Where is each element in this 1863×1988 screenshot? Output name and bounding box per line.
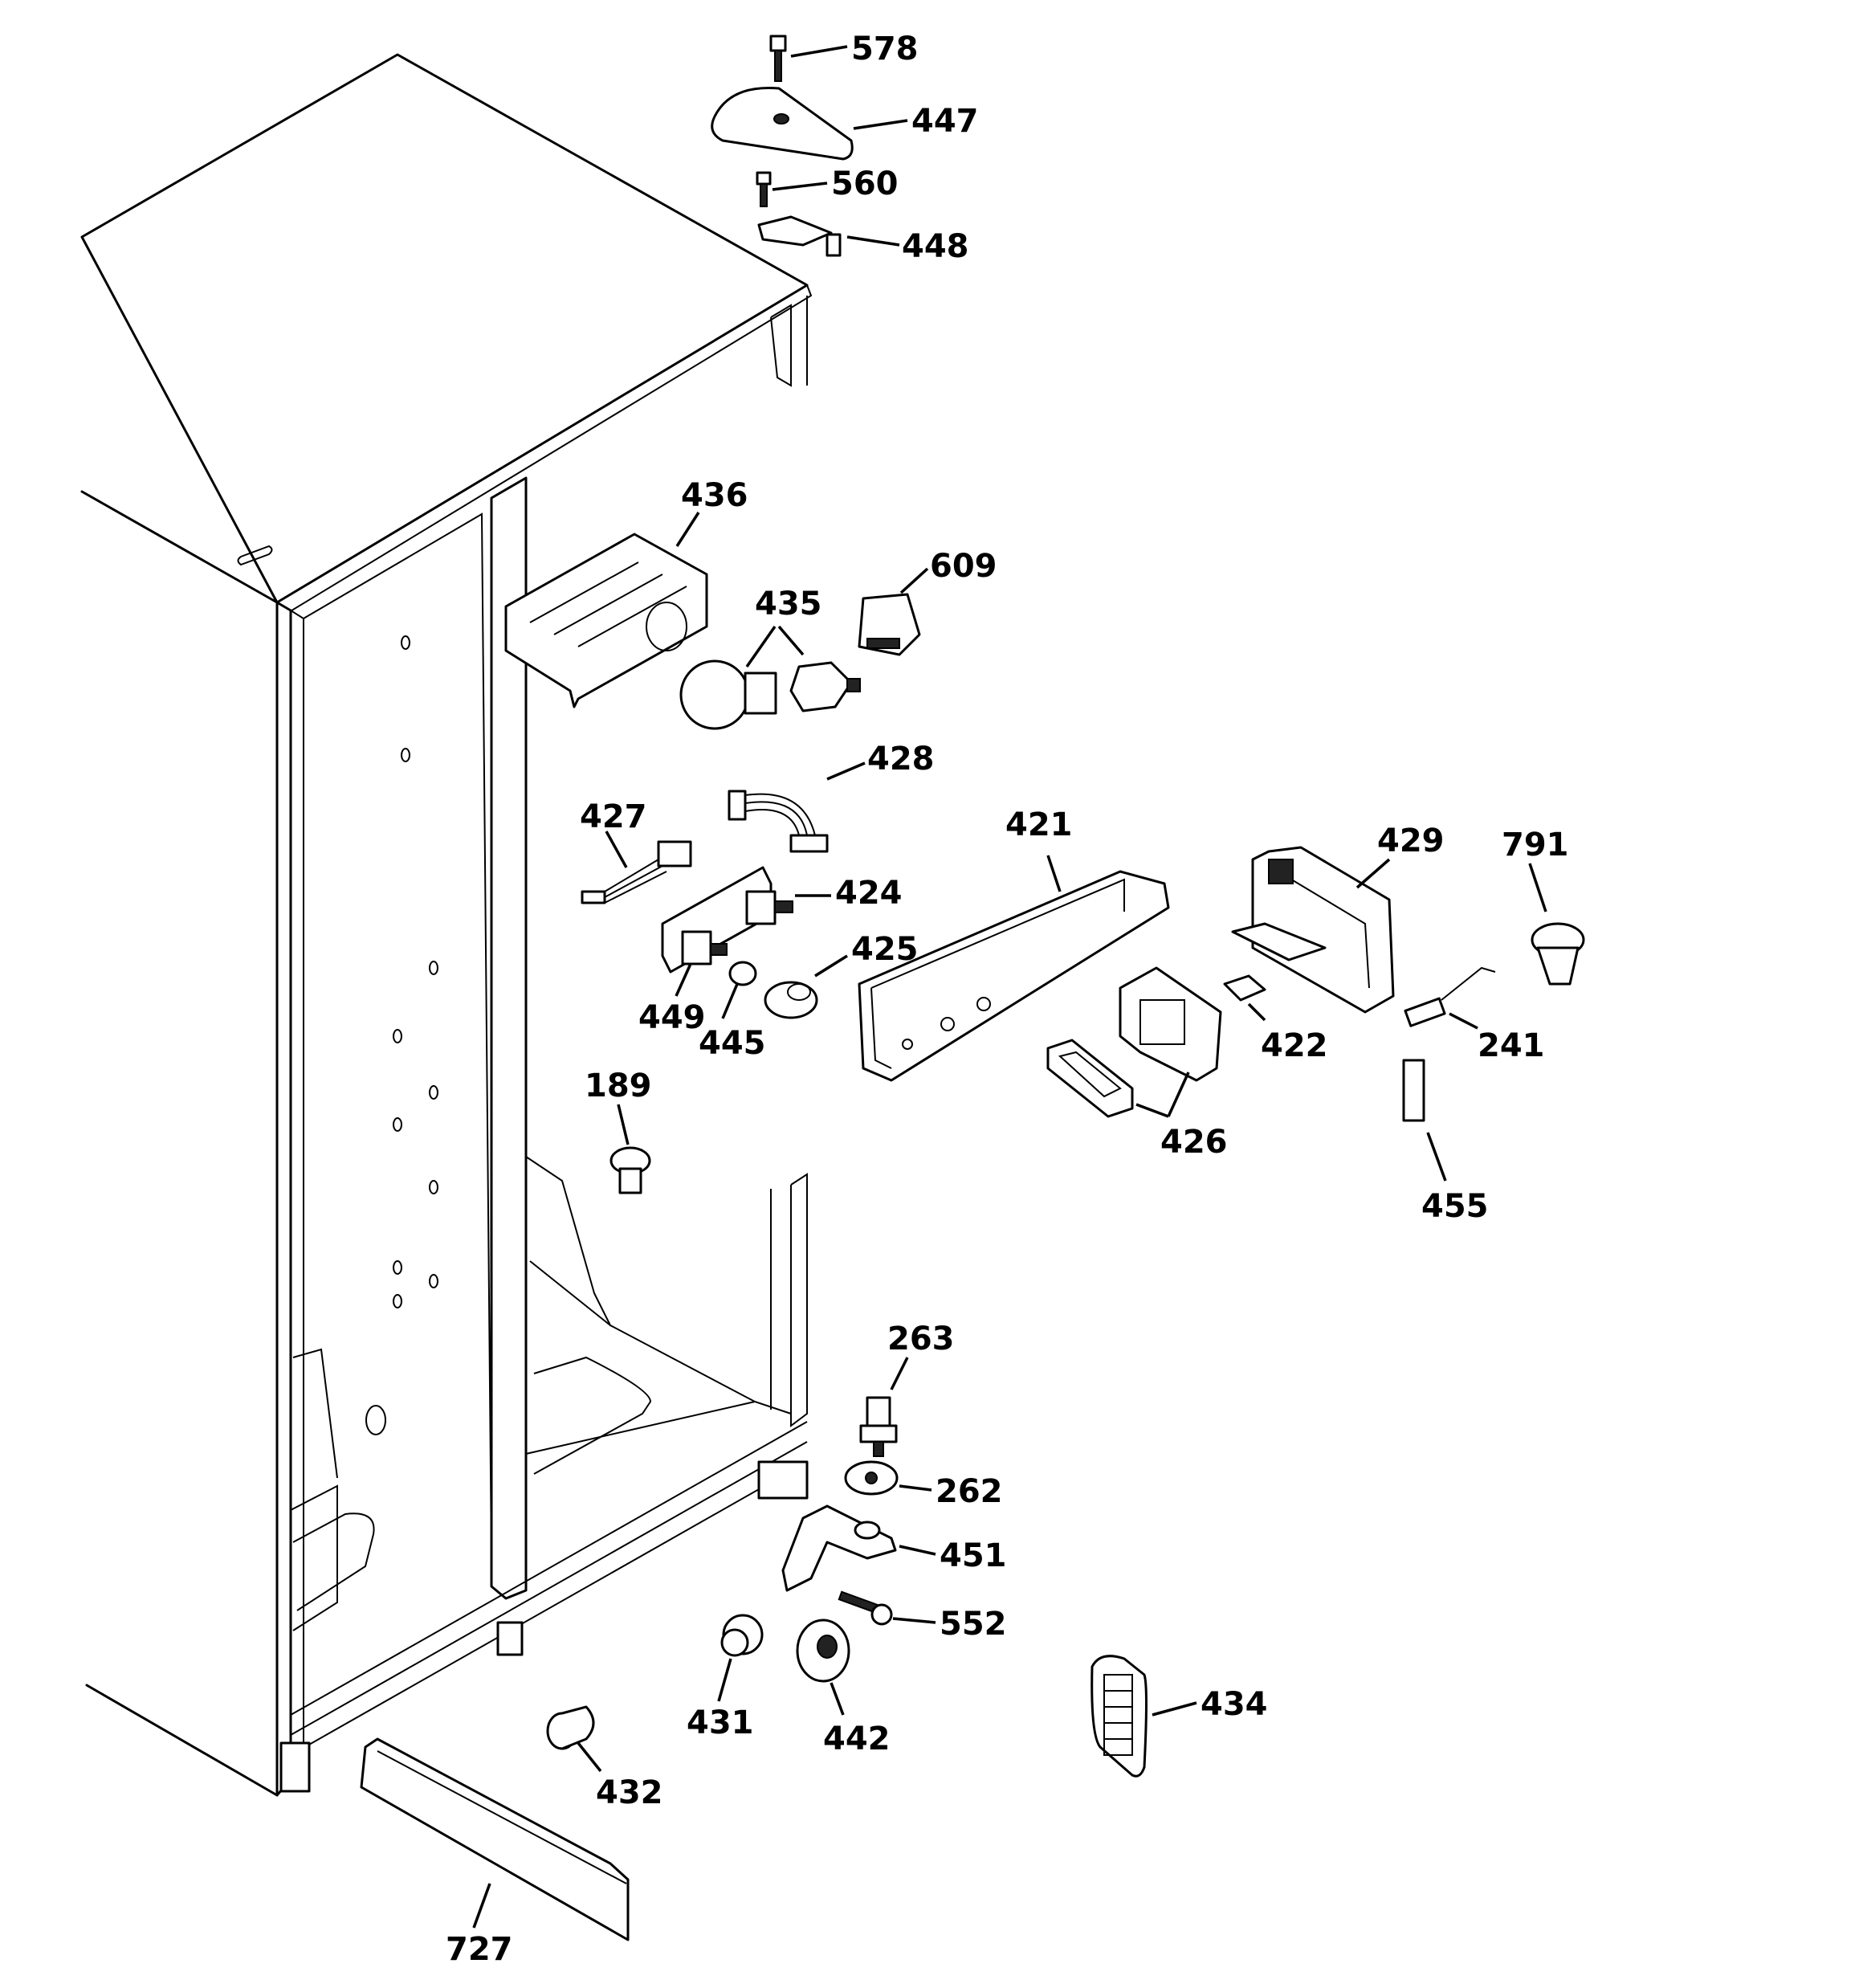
sensor-241-icon — [1404, 966, 1496, 1027]
label-791: 791 — [1502, 827, 1569, 863]
label-241: 241 — [1478, 1027, 1545, 1064]
label-421: 421 — [1005, 806, 1073, 843]
label-431: 431 — [687, 1704, 754, 1741]
label-447: 447 — [911, 103, 979, 140]
light-bulb-435-icon — [679, 659, 777, 730]
bumper-431-icon — [720, 1614, 764, 1657]
grille-434-icon — [1090, 1655, 1148, 1778]
hinge-cover-447-icon — [711, 86, 854, 161]
knob-425-icon — [764, 981, 818, 1019]
label-427: 427 — [580, 798, 647, 835]
label-428: 428 — [867, 741, 935, 778]
harness-428-icon — [728, 790, 829, 853]
label-451: 451 — [940, 1537, 1007, 1574]
switch-609-icon — [858, 593, 921, 656]
label-189: 189 — [585, 1067, 652, 1104]
part-labels: 578 447 560 448 436 609 435 428 427 421 … — [446, 31, 1569, 1968]
bolt-552-icon — [838, 1590, 893, 1626]
screw-560-icon — [756, 171, 772, 207]
label-560: 560 — [831, 165, 899, 202]
frame-426-icon — [1046, 1039, 1134, 1118]
label-263: 263 — [887, 1321, 955, 1357]
label-445: 445 — [699, 1025, 766, 1062]
chute-426-icon — [1119, 966, 1222, 1082]
label-429: 429 — [1377, 823, 1445, 859]
module-429-icon — [1231, 846, 1395, 1014]
hinge-451-icon — [781, 1504, 897, 1592]
label-609: 609 — [930, 548, 997, 585]
switch-263-icon — [859, 1396, 898, 1457]
control-424-icon — [661, 866, 793, 974]
toe-grille-727-icon — [360, 1737, 630, 1941]
screw-578-icon — [769, 35, 787, 82]
label-455: 455 — [1421, 1188, 1489, 1225]
hinge-448-icon — [757, 215, 842, 257]
light-shield-436-icon — [504, 533, 708, 708]
bushing-432-icon — [546, 1705, 595, 1750]
label-727: 727 — [446, 1931, 513, 1968]
label-442: 442 — [823, 1721, 891, 1757]
label-449: 449 — [638, 999, 706, 1036]
harness-427-icon — [581, 840, 692, 904]
roller-442-icon — [796, 1619, 850, 1683]
label-436: 436 — [681, 477, 748, 514]
refrigerator-cabinet — [80, 53, 813, 1797]
label-448: 448 — [902, 228, 969, 265]
bushing-262-icon — [844, 1460, 899, 1496]
label-422: 422 — [1261, 1027, 1328, 1064]
leader-lines — [472, 45, 1547, 1929]
housing-421-icon — [858, 870, 1170, 1082]
label-424: 424 — [835, 875, 903, 912]
heater-455-icon — [1402, 1059, 1425, 1122]
label-426: 426 — [1160, 1124, 1228, 1161]
light-socket-435-icon — [789, 661, 861, 712]
cap-791-icon — [1531, 922, 1585, 986]
clip-422-icon — [1223, 974, 1266, 1002]
knob-445-icon — [728, 961, 757, 986]
label-434: 434 — [1201, 1686, 1268, 1723]
label-425: 425 — [851, 931, 919, 968]
label-262: 262 — [936, 1473, 1003, 1510]
label-435: 435 — [755, 586, 822, 623]
label-552: 552 — [940, 1606, 1007, 1643]
label-578: 578 — [851, 31, 919, 67]
plug-189-icon — [609, 1146, 651, 1194]
label-432: 432 — [596, 1774, 663, 1811]
